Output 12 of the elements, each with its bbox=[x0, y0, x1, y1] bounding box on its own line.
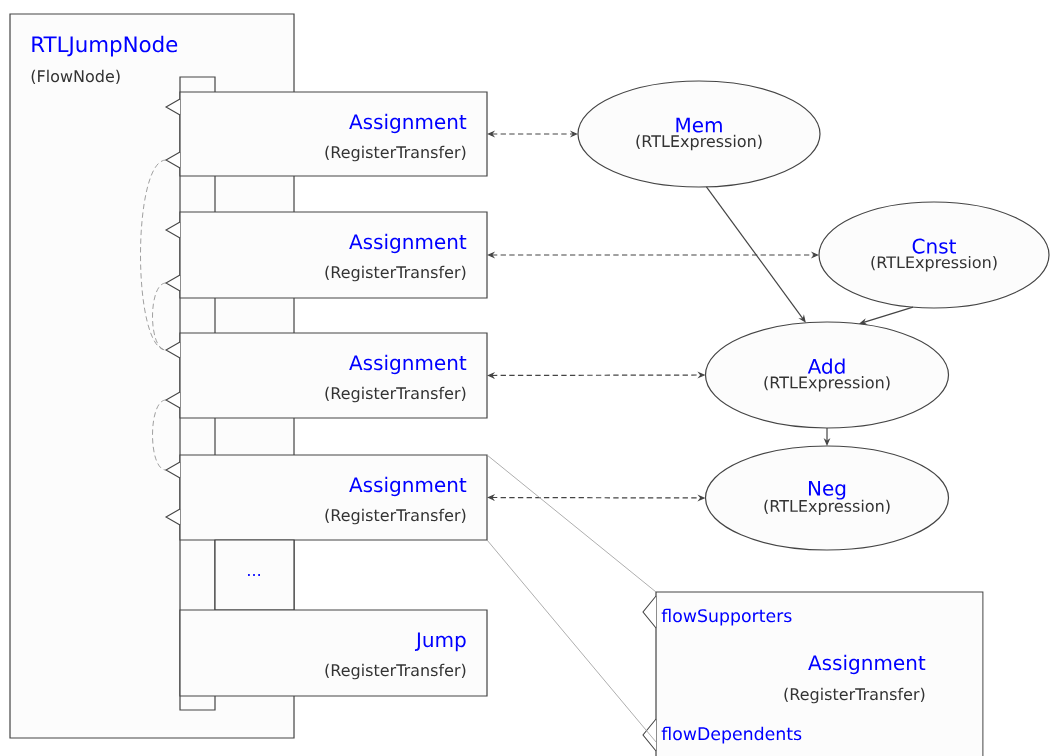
connector-line bbox=[486, 454, 657, 593]
assignment-box: Assignment (RegisterTransfer) bbox=[179, 332, 488, 419]
connector-line bbox=[152, 399, 167, 471]
arrow bbox=[487, 130, 578, 138]
detail-box: flowSupporters Assignment (RegisterTransfer) flowDependents bbox=[655, 591, 984, 756]
connector-line bbox=[486, 539, 657, 743]
connector-line bbox=[152, 282, 167, 351]
assignment-box: Assignment (RegisterTransfer) bbox=[179, 211, 488, 299]
ellipsis-box: ... bbox=[214, 539, 295, 611]
arrow bbox=[487, 251, 819, 259]
arrow bbox=[705, 186, 806, 323]
assignment-box: Assignment (RegisterTransfer) bbox=[179, 91, 488, 177]
